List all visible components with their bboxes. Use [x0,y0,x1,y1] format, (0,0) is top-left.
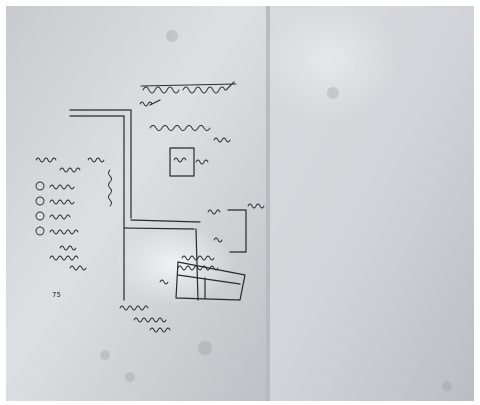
list-bullet-2 [35,196,45,206]
handwriting-building-label [173,157,187,163]
list-item-1 [49,184,75,190]
handwriting-vertical [108,169,112,207]
bottom-structure [175,261,246,301]
list-bullet-1 [35,181,45,191]
road-branch-top [130,219,201,223]
handwriting-label-2 [213,137,231,143]
scale-mark: 75 [52,291,61,299]
list-bullet-3 [35,211,45,221]
handwriting-note-1 [59,245,77,251]
handwriting-bottom-road-1 [119,305,149,311]
handwriting-list-sub [59,167,81,173]
list-bullet-4 [35,226,45,236]
handwriting-title [142,86,226,94]
list-item-4 [49,229,79,235]
handwriting-bottom-road-3 [149,327,171,333]
page-fold [266,6,270,401]
light-glare-right [260,0,400,120]
handwriting-bottom-label-3 [159,279,169,285]
handwriting-note-3 [69,265,87,271]
list-item-3 [49,214,71,220]
road-branch-bottom [123,227,195,230]
handwriting-building-label-2 [195,159,209,165]
handwriting [35,83,265,333]
handwriting-bottom-label-1 [181,255,215,261]
handwriting-title-bar [140,83,237,87]
light-glare [115,225,235,305]
left-page [6,6,268,401]
handwriting-bottom-road-2 [133,317,167,323]
handwriting-list-header [35,157,57,163]
building-right [227,209,247,253]
map-mark-2 [225,81,235,91]
bottom-structure-line [177,274,241,285]
list-item-2 [49,199,75,205]
handwriting-bottom-label-2 [177,265,219,271]
handwriting-list-header-2 [87,157,105,163]
handwriting-note-2 [49,255,79,261]
handwriting-label-1 [149,125,211,131]
hand-drawn-map [69,81,247,301]
handwriting-right-building-3 [213,237,223,243]
handwriting-road-label [139,101,153,107]
road-branch-down [195,228,199,301]
handwriting-right-building [207,209,221,215]
handwriting-right-building-2 [247,203,265,209]
building-middle [169,147,195,177]
smudges [100,30,452,391]
